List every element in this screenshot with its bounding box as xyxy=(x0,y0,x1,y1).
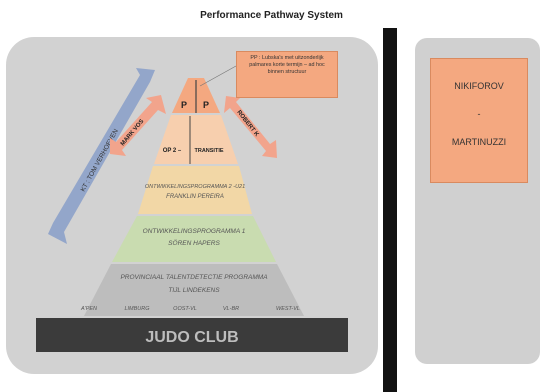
right-coach-label: ROBERT K xyxy=(235,110,259,139)
level-5-coach: TIJL LINDEKENS xyxy=(168,287,220,294)
level-4 xyxy=(112,216,276,262)
level-4-title: ONTWIKKELINGSPROGRAMMA 1 xyxy=(143,228,246,235)
left-coach-arrow xyxy=(110,95,166,156)
apex-label-right: P xyxy=(203,100,209,110)
province-label: WEST-VL xyxy=(276,306,300,312)
province-label: VL-BR xyxy=(223,306,239,312)
athlete-separator: - xyxy=(477,109,481,119)
apex-label-left: P xyxy=(181,100,187,110)
level-3-title: ONTWIKKELINGSPROGRAMMA 2 -U21 xyxy=(145,184,245,190)
pp-callout: PP : Lubska's met uitzonderlijk palmares… xyxy=(236,51,338,98)
page-title: Performance Pathway System xyxy=(200,10,343,21)
level-5-title: PROVINCIAAL TALENTDETECTIE PROGRAMMA xyxy=(120,274,267,281)
athlete-name-1: NIKIFOROV xyxy=(454,81,504,91)
level-4-coach: SÖREN HAPERS xyxy=(168,239,220,247)
base-label: JUDO CLUB xyxy=(145,329,238,346)
province-label: OOST-VL xyxy=(173,306,197,312)
base-level xyxy=(36,318,348,352)
athletes-box: NIKIFOROV - MARTINUZZI xyxy=(430,58,528,183)
right-coach-arrow xyxy=(224,96,277,158)
callout-pointer xyxy=(199,65,237,87)
province-label: LIMBURG xyxy=(124,306,150,312)
long-term-arrow xyxy=(48,68,155,244)
level-5 xyxy=(84,264,304,316)
athlete-name-2: MARTINUZZI xyxy=(451,137,507,147)
transitie-label: TRANSITIE xyxy=(194,148,223,154)
op2-level xyxy=(154,115,238,164)
province-label: A'PEN xyxy=(80,306,97,312)
level-3 xyxy=(138,166,252,214)
level-3-coach: FRANKLIN PEREIRA xyxy=(166,194,224,200)
op2-label: OP 2 – xyxy=(163,148,182,154)
vertical-divider xyxy=(383,28,397,392)
long-term-arrow-label: KT : TOM VERHOEVEN xyxy=(80,128,120,193)
